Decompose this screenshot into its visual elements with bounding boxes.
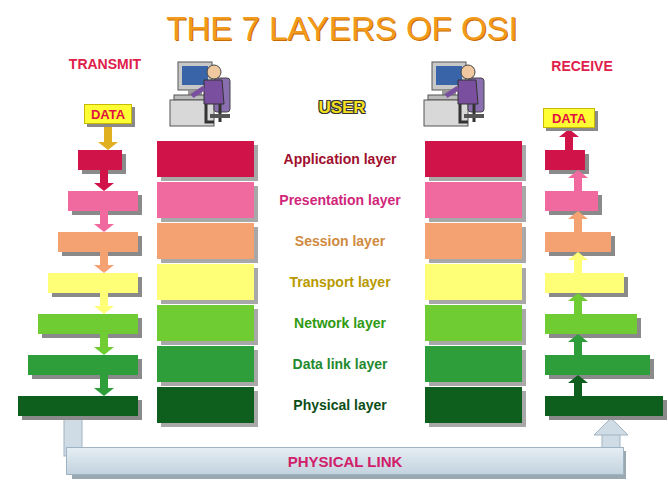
layer-bar: [425, 141, 522, 177]
receive-bar: [545, 396, 663, 416]
layer-name: Presentation layer: [279, 192, 400, 208]
layer-bar: [425, 223, 522, 259]
layer-bar: [157, 141, 254, 177]
up-arrow: [559, 129, 579, 150]
layer-bar: [157, 387, 254, 423]
transmit-bar: [48, 273, 138, 293]
node-text: DATA: [552, 111, 586, 126]
layer-name: Network layer: [294, 315, 386, 331]
down-arrow: [94, 170, 114, 191]
down-arrow: [94, 375, 114, 396]
layer-bar: [425, 182, 522, 218]
user-icon: [170, 62, 230, 126]
layer-name: Session layer: [295, 233, 385, 249]
transmit-bar: [18, 396, 138, 416]
receive-bar: [545, 273, 624, 293]
transmit-bar: [78, 150, 122, 170]
layer-name: Transport layer: [289, 274, 390, 290]
node-text: DATA: [91, 107, 125, 122]
user-icon: [424, 62, 484, 126]
link-arrowhead: [594, 418, 628, 435]
user-label: USER: [318, 98, 365, 118]
up-arrow: [568, 170, 588, 191]
side-heading: RECEIVE: [551, 58, 612, 74]
data-box: DATA: [84, 104, 132, 124]
down-arrow: [94, 252, 114, 273]
up-arrow: [568, 252, 588, 273]
layer-bar: [425, 387, 522, 423]
down-arrow: [94, 293, 114, 314]
layer-name: Physical layer: [293, 397, 386, 413]
data-box: DATA: [543, 108, 595, 128]
up-arrow: [568, 211, 588, 232]
receive-bar: [545, 191, 598, 211]
receive-bar: [545, 232, 611, 252]
receive-bar: [545, 355, 650, 375]
receive-bar: [545, 150, 585, 170]
layer-bar: [425, 346, 522, 382]
layer-bar: [157, 264, 254, 300]
transmit-bar: [28, 355, 138, 375]
layer-bar: [157, 223, 254, 259]
side-heading: TRANSMIT: [69, 56, 141, 72]
node-text: PHYSICAL LINK: [288, 453, 403, 470]
transmit-bar: [58, 232, 138, 252]
layer-bar: [157, 182, 254, 218]
transmit-bar: [38, 314, 138, 334]
physical-link-band: PHYSICAL LINK: [66, 447, 624, 475]
layer-bar: [425, 305, 522, 341]
title: THE 7 LAYERS OF OSI: [166, 10, 517, 48]
layer-bar: [157, 346, 254, 382]
up-arrow: [568, 375, 588, 396]
layer-name: Application layer: [284, 151, 397, 167]
layer-bar: [157, 305, 254, 341]
down-arrow: [98, 124, 118, 150]
osi-illustration: [18, 62, 667, 479]
layer-bar: [425, 264, 522, 300]
receive-bar: [545, 314, 637, 334]
transmit-bar: [68, 191, 138, 211]
layer-name: Data link layer: [293, 356, 388, 372]
down-arrow: [94, 211, 114, 232]
up-arrow: [568, 293, 588, 314]
up-arrow: [568, 334, 588, 355]
down-arrow: [94, 334, 114, 355]
